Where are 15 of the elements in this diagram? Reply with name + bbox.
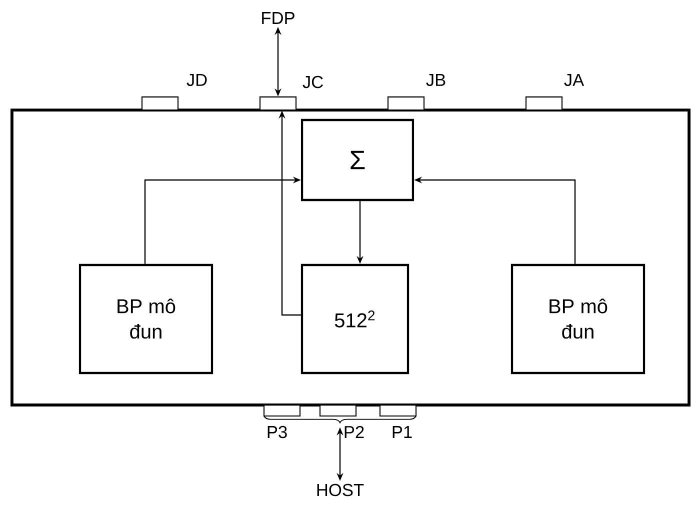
module-box: BP mô đun <box>78 264 214 374</box>
memory-box: 512$^{2}$ <box>300 264 410 374</box>
connector-label: P2 <box>344 426 364 438</box>
brace <box>264 416 416 424</box>
connector-label: P1 <box>392 426 412 438</box>
connector-label: P3 <box>268 426 287 438</box>
connector-label: JA <box>564 74 584 86</box>
module-box: BP mô đun <box>510 264 646 374</box>
connector-label: JC <box>302 76 323 88</box>
port-label: HOST <box>317 484 364 496</box>
connector-label: JD <box>186 74 207 86</box>
connector-label: JB <box>426 74 446 86</box>
port-label: FDP <box>262 12 294 24</box>
sum-box: Σ <box>300 118 414 202</box>
board-box <box>10 108 691 406</box>
